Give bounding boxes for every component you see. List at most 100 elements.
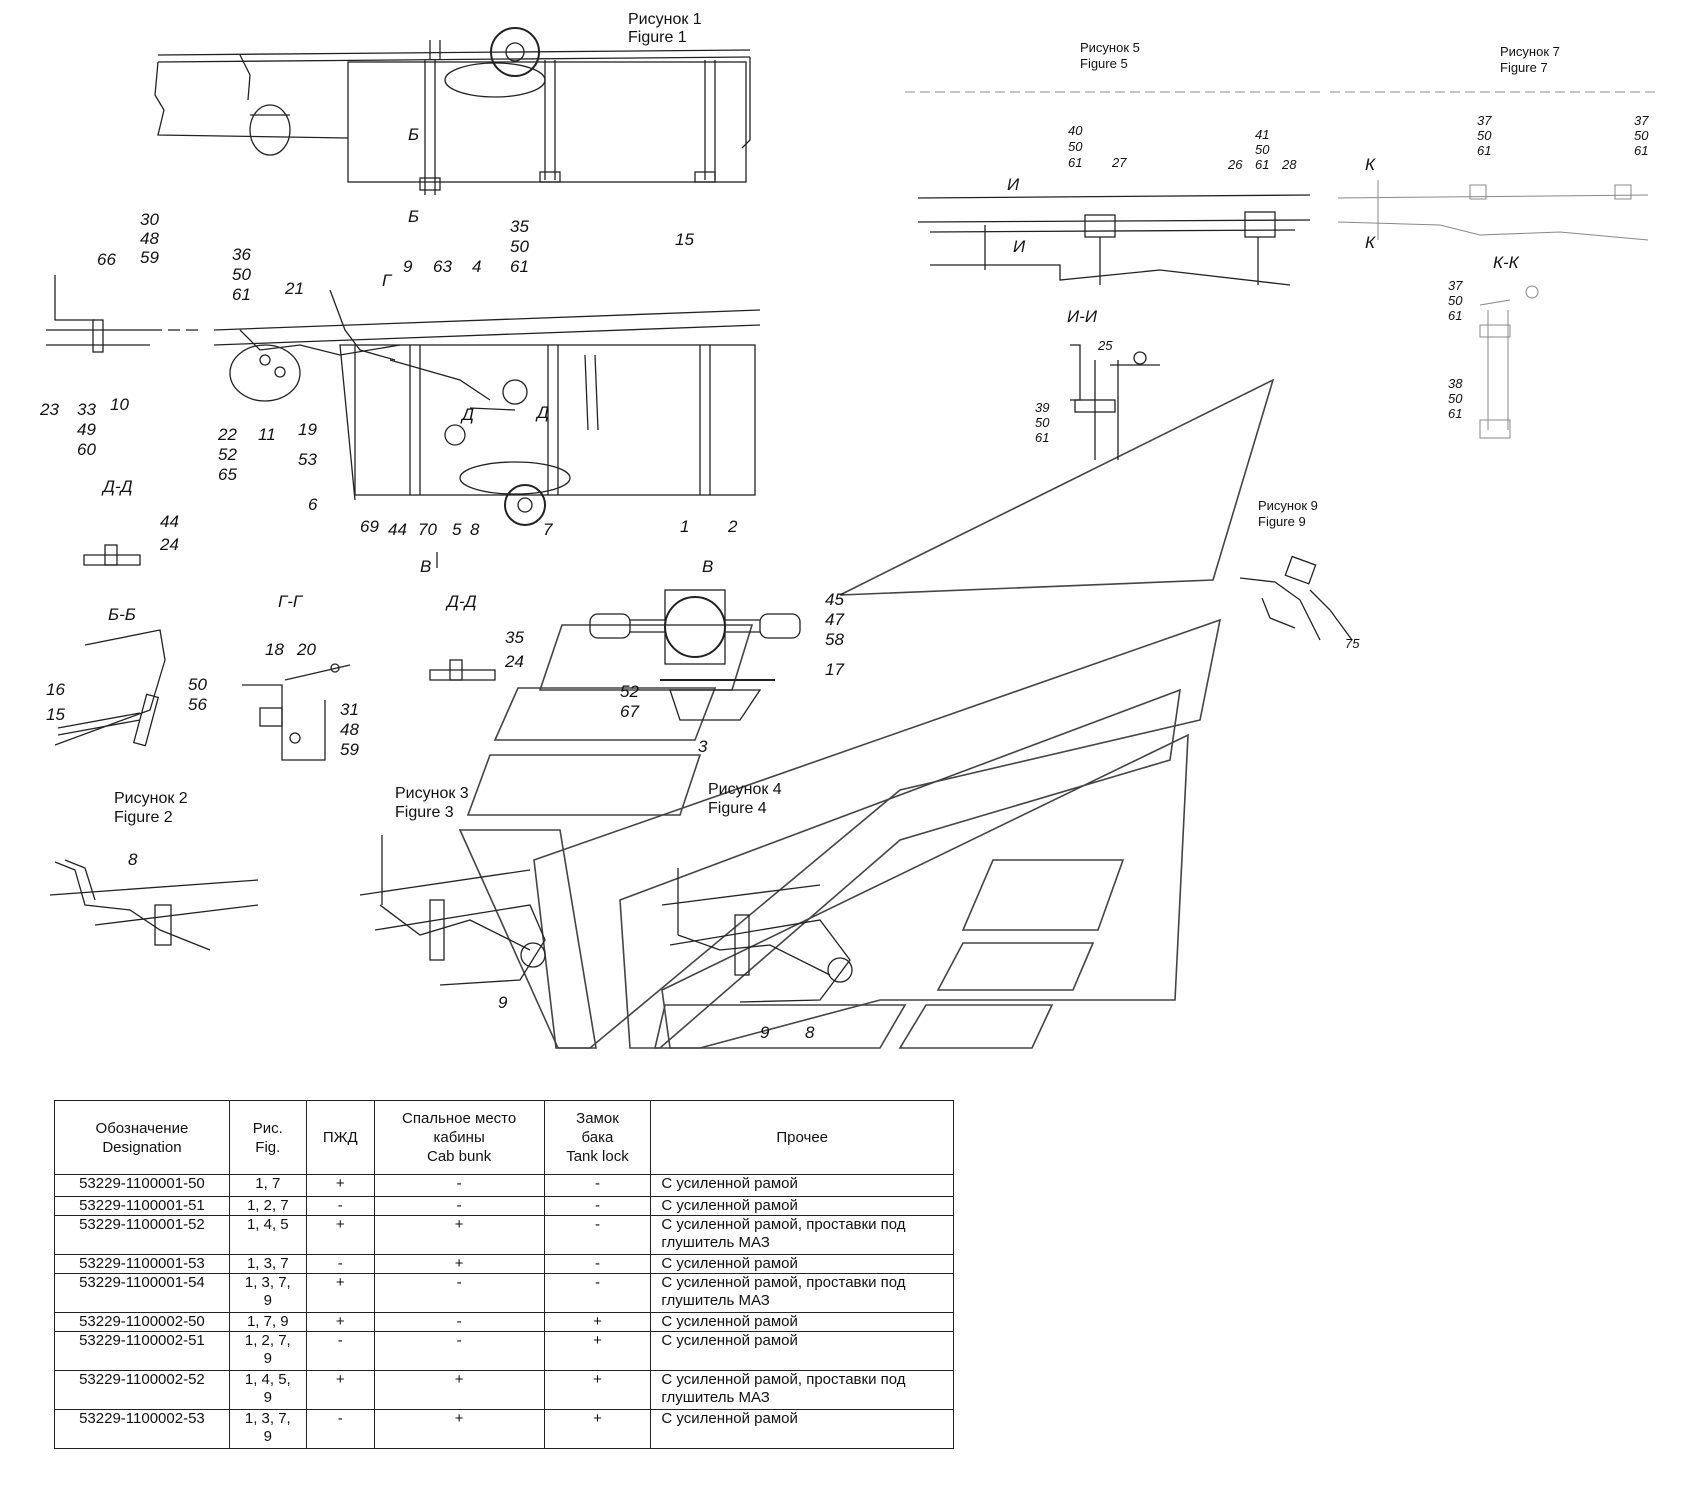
watermark-shapes: [458, 378, 1275, 1049]
cell-pzhd: +: [305, 1273, 375, 1313]
section-dd-left: Д-Д 44 24: [83, 477, 179, 566]
callout-3: 3: [698, 737, 708, 756]
figure5: Рисунок 5 Figure 5 И И 40 50 61 27 41 50…: [905, 40, 1320, 286]
view-mark-v: В: [420, 557, 431, 576]
figure1-top-view: Рисунок 1 Figure 1 Б Б 15: [154, 11, 751, 249]
section-mark-g: Г: [382, 271, 393, 290]
cell-cab-bunk: -: [373, 1273, 545, 1313]
callout-2: 2: [727, 517, 738, 536]
cell-other: С усиленной рамой: [650, 1331, 954, 1371]
callout-52: 52: [218, 445, 237, 464]
cell-designation: 53229-1100001-52: [54, 1215, 230, 1255]
cell-pzhd: +: [305, 1174, 375, 1197]
callout-50: 50: [1634, 128, 1649, 143]
cell-designation: 53229-1100001-54: [54, 1273, 230, 1313]
callout-50: 50: [510, 237, 529, 256]
cell-cab-bunk: -: [373, 1196, 545, 1216]
callout-19: 19: [298, 420, 317, 439]
callout-63: 63: [433, 257, 452, 276]
cell-pzhd: +: [305, 1370, 375, 1410]
figure2: Рисунок 2 Figure 2 8: [49, 790, 259, 951]
cell-cab-bunk: +: [373, 1215, 545, 1255]
callout-50: 50: [1035, 415, 1050, 430]
cell-other: С усиленной рамой: [650, 1409, 954, 1449]
callout-8: 8: [470, 520, 480, 539]
callout-61: 61: [1477, 143, 1491, 158]
callout-61: 61: [510, 257, 529, 276]
callout-37: 37: [1477, 113, 1492, 128]
callout-8: 8: [805, 1023, 815, 1042]
callout-61: 61: [1255, 157, 1269, 172]
header-fig: Рис. Fig.: [228, 1100, 307, 1175]
callout-23: 23: [39, 400, 59, 419]
cell-designation: 53229-1100002-52: [54, 1370, 230, 1410]
cell-other: С усиленной рамой: [650, 1254, 954, 1274]
callout-39: 39: [1035, 400, 1049, 415]
cell-pzhd: -: [305, 1196, 375, 1216]
variants-table: Обозначение Designation Рис. Fig. ПЖД Сп…: [54, 1100, 954, 1449]
cell-tank-lock: +: [543, 1409, 652, 1449]
figure4-title-en: Figure 4: [708, 800, 767, 817]
figure5-title-ru: Рисунок 5: [1080, 40, 1140, 55]
callout-50: 50: [188, 675, 207, 694]
callout-61: 61: [1634, 143, 1648, 158]
callout-18: 18: [265, 640, 284, 659]
view-title: В: [702, 557, 713, 576]
cell-other: С усиленной рамой: [650, 1312, 954, 1332]
callout-31: 31: [340, 700, 359, 719]
section-mark-k1: К: [1365, 155, 1376, 174]
cell-cab-bunk: -: [373, 1331, 545, 1371]
section-title: И-И: [1067, 307, 1098, 326]
callout-69: 69: [360, 517, 379, 536]
section-title: Г-Г: [278, 592, 304, 611]
figure1-title-ru: Рисунок 1: [628, 11, 702, 28]
callout-33: 33: [77, 400, 96, 419]
figure1-title-en: Figure 1: [628, 29, 687, 46]
callout-56: 56: [188, 695, 207, 714]
section-title: Д-Д: [101, 477, 133, 496]
cell-cab-bunk: -: [373, 1174, 545, 1197]
cell-fig: 1, 3, 7: [228, 1254, 307, 1274]
section-title: Б-Б: [108, 605, 136, 624]
figure1-main-view: Г Д Д В 30 48 59 66 36 50 61 35 50 61 21…: [39, 210, 761, 576]
callout-49: 49: [77, 420, 96, 439]
header-designation: Обозначение Designation: [54, 1100, 230, 1175]
callout-30: 30: [140, 210, 159, 229]
section-mark-b-bottom: Б: [408, 207, 419, 226]
cell-pzhd: -: [305, 1254, 375, 1274]
section-mark-d1: Д: [460, 405, 474, 424]
cell-other: С усиленной рамой, проставки под глушите…: [650, 1273, 954, 1313]
callout-53: 53: [298, 450, 317, 469]
figure5-title-en: Figure 5: [1080, 56, 1128, 71]
callout-60: 60: [77, 440, 96, 459]
callout-50: 50: [232, 265, 251, 284]
figure4: Рисунок 4 Figure 4 9 8: [661, 781, 853, 1042]
cell-fig: 1, 3, 7, 9: [228, 1409, 307, 1449]
section-mark-d2: Д: [535, 403, 549, 422]
cell-fig: 1, 4, 5, 9: [228, 1370, 307, 1410]
callout-37: 37: [1448, 278, 1463, 293]
callout-17: 17: [825, 660, 844, 679]
callout-1: 1: [680, 517, 689, 536]
section-ii: И-И 25 39 50 61: [1035, 307, 1160, 460]
callout-61: 61: [1448, 406, 1462, 421]
callout-15: 15: [46, 705, 65, 724]
cell-pzhd: -: [305, 1409, 375, 1449]
cell-designation: 53229-1100002-51: [54, 1331, 230, 1371]
header-tank-lock: Замок бака Tank lock: [543, 1100, 652, 1175]
callout-44: 44: [388, 520, 407, 539]
callout-5: 5: [452, 520, 462, 539]
cell-fig: 1, 7: [228, 1174, 307, 1197]
figure4-title-ru: Рисунок 4: [708, 781, 782, 798]
callout-22: 22: [217, 425, 237, 444]
section-mark-k2: К: [1365, 233, 1376, 252]
section-mark-i1: И: [1007, 175, 1020, 194]
view-v-filter: В 45 47 58 17 52 67 3: [589, 557, 844, 756]
header-other: Прочее: [650, 1100, 954, 1175]
callout-10: 10: [110, 395, 129, 414]
callout-35: 35: [510, 217, 529, 236]
